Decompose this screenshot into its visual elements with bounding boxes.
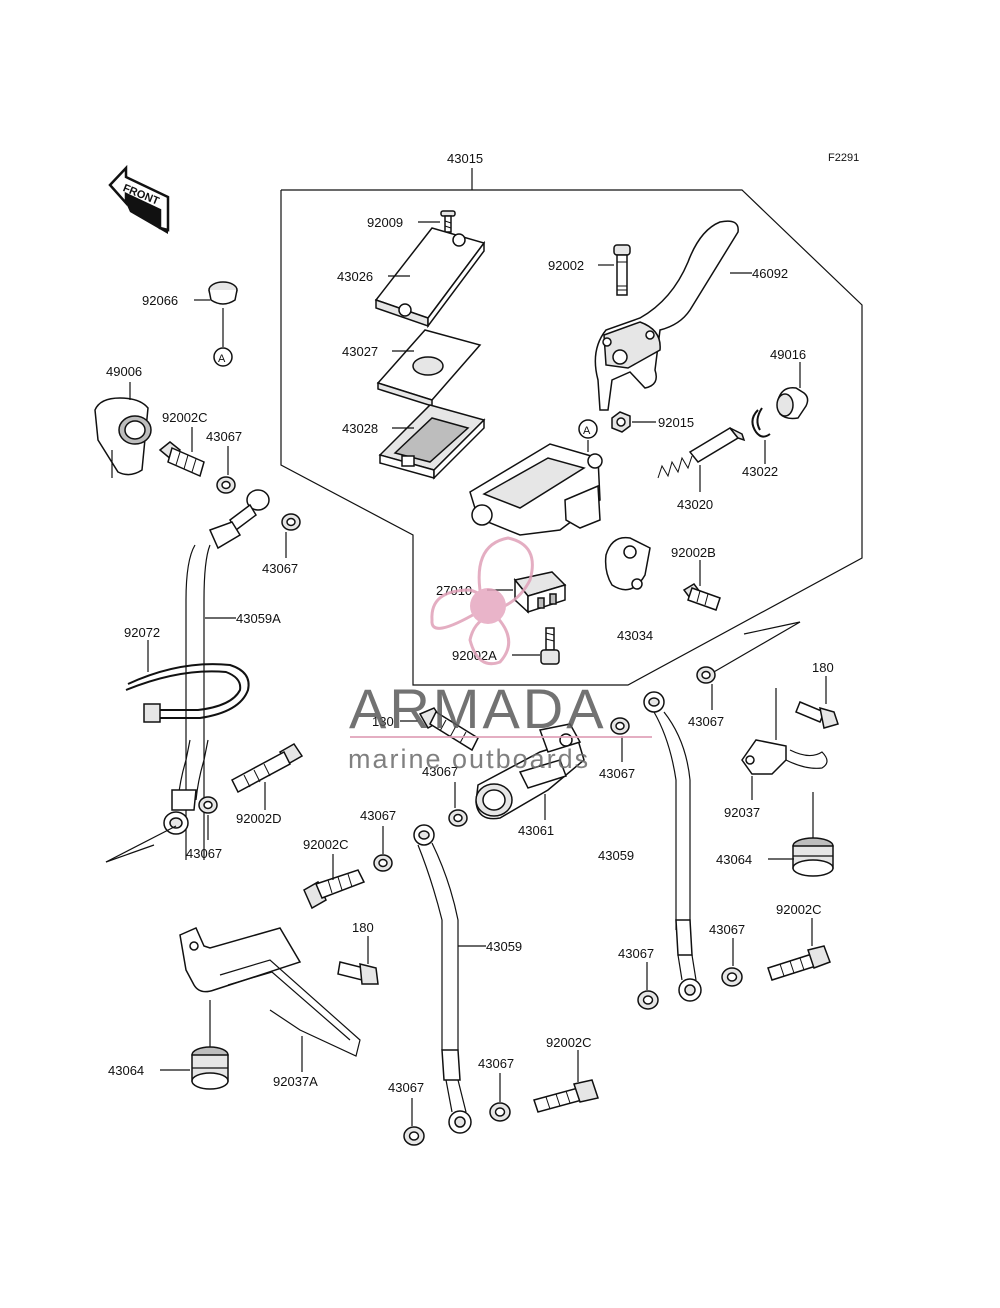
part-43028-diaphragm [378, 404, 486, 480]
label-180-right: 180 [812, 660, 834, 675]
part-43020-piston-kit [657, 427, 746, 479]
master-cylinder-assembly-outline [280, 168, 863, 686]
part-43059-brake-hose-right [643, 691, 702, 1002]
part-92002C-banjo-bolt-upper-left [158, 441, 205, 478]
label-92009: 92009 [367, 215, 403, 230]
label-43027: 43027 [342, 344, 378, 359]
label-43067-8: 43067 [618, 946, 654, 961]
label-43059A: 43059A [236, 611, 281, 626]
part-49016-dust-boot [776, 387, 809, 420]
propeller-icon [430, 536, 534, 666]
part-27010-brake-switch [513, 571, 567, 614]
front-arrow-icon: FRONT [108, 164, 170, 234]
part-43064-damper-right [792, 792, 834, 877]
part-43067-washer-5 [610, 717, 630, 735]
part-43067-washer-11 [489, 1102, 511, 1122]
part-43067-washer-9 [373, 854, 393, 872]
part-43059-brake-hose-lower [413, 824, 472, 1134]
label-43020: 43020 [677, 497, 713, 512]
label-43067-4: 43067 [422, 764, 458, 779]
ref-marker-a-upper: A [578, 419, 598, 439]
label-43064-lower: 43064 [108, 1063, 144, 1078]
part-43067-washer-10 [403, 1126, 425, 1146]
part-43067-washer-3 [198, 796, 218, 814]
label-46092: 46092 [752, 266, 788, 281]
label-43067-7: 43067 [709, 922, 745, 937]
ref-marker-a-lower: A [213, 347, 233, 367]
part-master-cylinder-body [469, 440, 603, 536]
part-92002A-screw [540, 627, 560, 665]
ref-marker-a-upper-text: A [583, 425, 591, 437]
part-92037-bracket [741, 688, 828, 775]
label-49016: 49016 [770, 347, 806, 362]
label-92037: 92037 [724, 805, 760, 820]
label-43067-1: 43067 [206, 429, 242, 444]
watermark-brand: ARMADA [349, 677, 607, 740]
part-43027-diaphragm-plate [376, 329, 482, 408]
label-43026: 43026 [337, 269, 373, 284]
label-43067-9: 43067 [360, 808, 396, 823]
label-49006: 49006 [106, 364, 142, 379]
part-43067-washer-2 [281, 513, 301, 531]
part-43026-reservoir-cap [374, 227, 486, 329]
watermark-logo: ARMADA marine outboards [348, 536, 652, 774]
label-43067-10: 43067 [388, 1080, 424, 1095]
label-43067-5: 43067 [599, 766, 635, 781]
part-43034-holder-clamp [604, 536, 651, 591]
figure-code: F2291 [828, 152, 859, 164]
label-92002C-3: 92002C [303, 837, 349, 852]
ref-marker-a-lower-text: A [218, 353, 226, 365]
label-92002C-4: 92002C [546, 1035, 592, 1050]
label-92002A: 92002A [452, 648, 497, 663]
part-92002D-bolt [231, 743, 304, 794]
label-43022: 43022 [742, 464, 778, 479]
label-43067-6: 43067 [688, 714, 724, 729]
label-130: 130 [372, 714, 394, 729]
label-92002C-1: 92002C [162, 410, 208, 425]
label-43067-2: 43067 [262, 561, 298, 576]
part-43067-washer-4 [448, 809, 468, 827]
label-43067-3: 43067 [186, 846, 222, 861]
label-92002B: 92002B [671, 545, 716, 560]
part-43067-washer-1 [216, 476, 236, 494]
label-92037A: 92037A [273, 1074, 318, 1089]
part-180-bolt-lower [337, 961, 379, 985]
label-92002: 92002 [548, 258, 584, 273]
part-92009-screw [440, 210, 456, 233]
label-180-lower: 180 [352, 920, 374, 935]
label-92066: 92066 [142, 293, 178, 308]
label-43034: 43034 [617, 628, 653, 643]
label-43015: 43015 [447, 151, 483, 166]
part-92002-pivot-bolt [613, 244, 631, 296]
part-92002C-bolt-bottom [533, 1079, 599, 1113]
part-46092-brake-lever [594, 220, 739, 411]
part-49006-reservoir [94, 397, 152, 478]
label-43064-right: 43064 [716, 852, 752, 867]
part-92015-nut [611, 411, 631, 433]
label-92072: 92072 [124, 625, 160, 640]
part-92002C-bolt-center [303, 869, 366, 910]
label-92015: 92015 [658, 415, 694, 430]
label-92002D: 92002D [236, 811, 282, 826]
part-43067-washer-6 [696, 666, 716, 684]
part-43067-washer-8 [637, 990, 659, 1010]
label-43059-right: 43059 [598, 848, 634, 863]
label-43061: 43061 [518, 823, 554, 838]
label-43028: 43028 [342, 421, 378, 436]
label-92002C-2: 92002C [776, 902, 822, 917]
label-43059-lower: 43059 [486, 939, 522, 954]
part-92002B-bolt [682, 583, 721, 611]
part-92066-cap [208, 281, 238, 305]
part-43067-washer-7 [721, 967, 743, 987]
part-43022-circlip [751, 407, 771, 438]
part-43064-damper-lower [191, 1000, 229, 1090]
part-92002C-banjo-bolt-right [767, 945, 831, 981]
part-180-bolt-right [795, 701, 839, 729]
watermark-tagline: marine outboards [348, 744, 590, 774]
part-92072-hose-band [125, 663, 250, 723]
label-43067-11: 43067 [478, 1056, 514, 1071]
part-92037A-bracket [179, 927, 361, 1057]
